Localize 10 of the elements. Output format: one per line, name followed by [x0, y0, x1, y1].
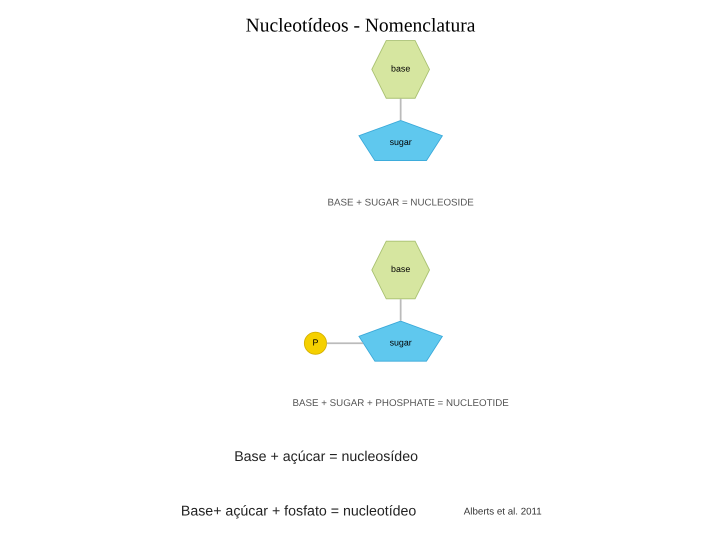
- label: Alberts et al. 2011: [463, 506, 542, 518]
- connector: [326, 342, 363, 344]
- label: BASE + SUGAR + PHOSPHATE = NUCLEOTIDE: [292, 398, 508, 410]
- diagram-title: Nucleotídeos - Nomenclatura: [245, 15, 475, 36]
- connector: [399, 299, 402, 321]
- label: Base+ açúcar + fosfato = nucleotídeo: [180, 503, 416, 520]
- label: Base + açúcar = nucleosídeo: [234, 449, 418, 466]
- connector: [399, 98, 402, 120]
- label: BASE + SUGAR = NUCLEOSIDE: [327, 197, 474, 208]
- node-circle: P: [303, 332, 326, 355]
